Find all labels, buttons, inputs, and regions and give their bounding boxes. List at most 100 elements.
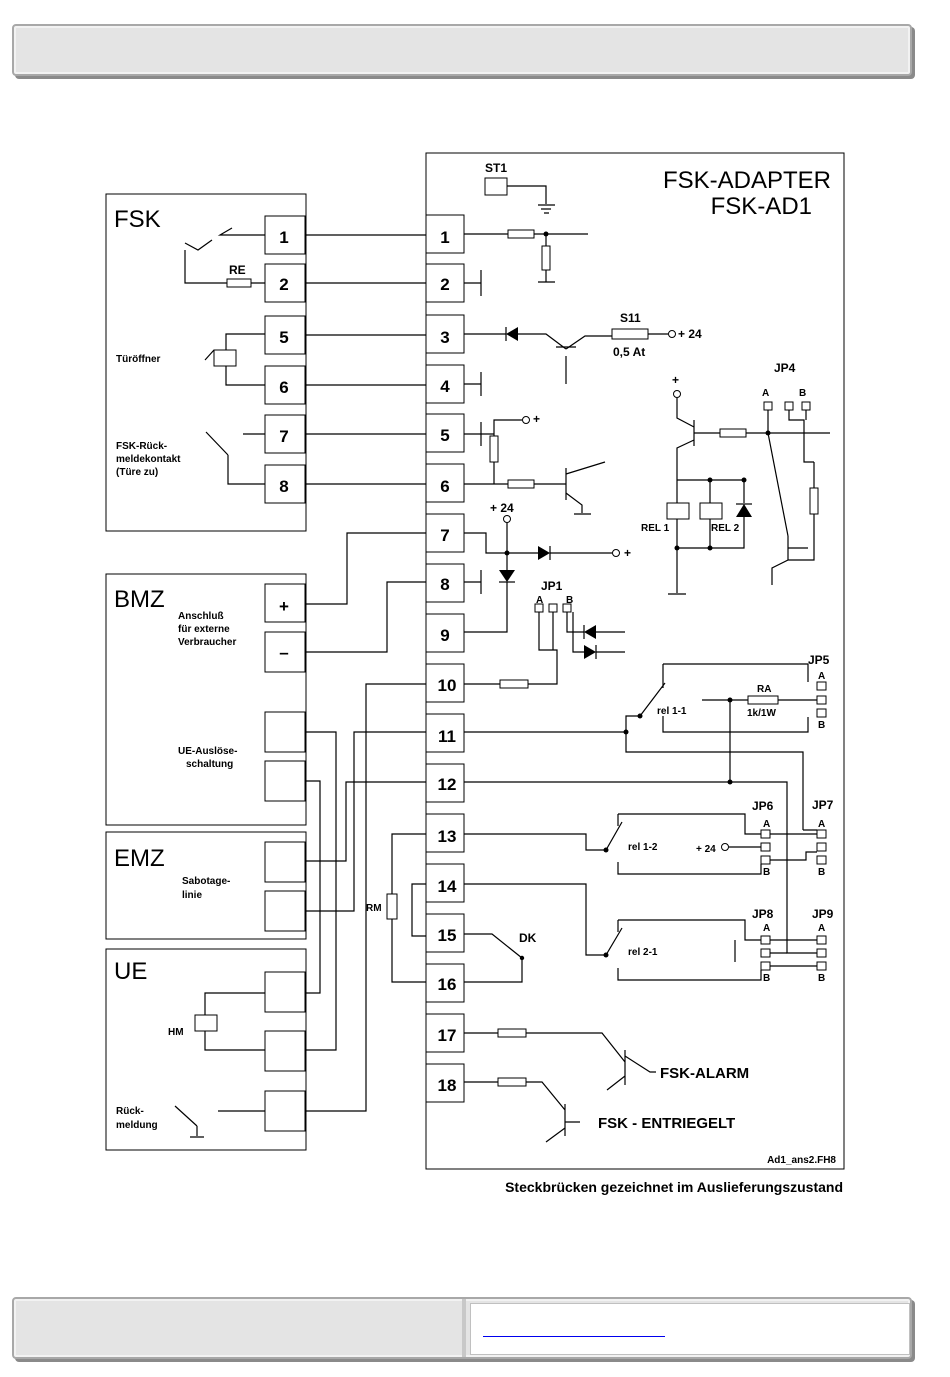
adapter-terminal: 4	[440, 377, 450, 396]
jp9-a: A	[818, 923, 825, 934]
adapter-terminal: 11	[438, 727, 456, 746]
hm-label: HM	[168, 1027, 184, 1038]
rm-label: RM	[366, 903, 382, 914]
jp6-b: B	[763, 867, 770, 878]
sabotage-label-1: Sabotage-	[182, 876, 230, 887]
ue-terminal-2	[264, 1030, 306, 1072]
footer-bar	[12, 1297, 912, 1359]
jp7-label: JP7	[812, 798, 834, 812]
re-resistor	[226, 278, 252, 288]
door-opener-label: Türöffner	[116, 354, 161, 365]
plus-row7: +	[624, 546, 631, 560]
rel1-label: REL 1	[641, 523, 670, 534]
jp7-a: A	[818, 819, 825, 830]
adapter-terminal: 16	[438, 975, 457, 994]
adapter-terminal: 9	[440, 626, 449, 645]
bmz-plus-label: +	[279, 597, 289, 616]
fsk-terminal: 2	[279, 275, 288, 294]
bmz-group-title: BMZ	[114, 586, 165, 613]
ue-feedback-label-1: Rück-	[116, 1106, 144, 1117]
st1-terminal	[484, 177, 508, 196]
jp4-b: B	[799, 388, 806, 399]
jp9-label: JP9	[812, 907, 834, 921]
ue-trigger-label-1: UE-Auslöse-	[178, 746, 237, 757]
emz-group-title: EMZ	[114, 845, 165, 872]
adapter-terminal: 5	[440, 426, 449, 445]
plus24-row7: + 24	[490, 501, 514, 515]
consumer-label-2: für externe	[178, 624, 230, 635]
jp1-label: JP1	[541, 579, 563, 593]
fsk-terminals: 1 2 5 6 7 8	[264, 215, 306, 504]
adapter-terminals: 1 2 3 4 5 6 7 8 9 10 11 12 13 14 15 16 1…	[425, 214, 465, 1103]
jp7-b: B	[818, 867, 825, 878]
rel21-label: rel 2-1	[628, 947, 658, 958]
footer-link[interactable]	[483, 1336, 665, 1337]
dk-label: DK	[519, 931, 537, 945]
feedback-label-1: FSK-Rück-	[116, 441, 167, 452]
adapter-terminal: 1	[440, 228, 449, 247]
sabotage-label-2: linie	[182, 890, 202, 901]
footer-left-panel	[14, 1299, 466, 1357]
consumer-label-3: Verbraucher	[178, 637, 236, 648]
file-tag: Ad1_ans2.FH8	[767, 1155, 836, 1166]
adapter-board	[425, 152, 845, 1170]
adapter-terminal: 10	[438, 676, 457, 695]
plus-driver: +	[672, 373, 679, 387]
emz-terminal-2	[264, 890, 306, 932]
plus-row5: +	[533, 412, 540, 426]
fsk-terminal: 8	[279, 477, 288, 496]
adapter-terminal: 17	[438, 1026, 457, 1045]
adapter-terminal: 8	[440, 575, 449, 594]
title-line1: FSK-ADAPTER	[663, 167, 831, 194]
jp5-label: JP5	[808, 653, 830, 667]
ue-trigger-label-2: schaltung	[186, 759, 233, 770]
bmz-minus-label: –	[279, 643, 288, 662]
jp9-b: B	[818, 973, 825, 984]
bmz-ue-terminal-2	[264, 760, 306, 802]
s11-label: S11	[620, 311, 641, 325]
hm-relay	[194, 1014, 218, 1032]
ra-value: 1k/1W	[747, 708, 776, 719]
adapter-terminal: 13	[438, 827, 457, 846]
bmz-ue-terminal-1	[264, 711, 306, 753]
adapter-terminal: 12	[438, 775, 457, 794]
header-bar	[12, 24, 912, 76]
rel2-label: REL 2	[711, 523, 740, 534]
feedback-label-2: meldekontakt	[116, 454, 181, 465]
jp4-label: JP4	[774, 361, 796, 375]
plus24-rel12: + 24	[696, 844, 716, 855]
ue-terminal-1	[264, 971, 306, 1013]
plus24-s11: + 24	[678, 327, 702, 341]
adapter-terminal: 14	[438, 877, 457, 896]
jp6-a: A	[763, 819, 770, 830]
rm-resistor	[386, 893, 398, 920]
adapter-terminal: 6	[440, 477, 449, 496]
fsk-terminal: 5	[279, 328, 288, 347]
jp1-b: B	[566, 595, 573, 606]
jp8-label: JP8	[752, 907, 774, 921]
rel11-label: rel 1-1	[657, 706, 687, 717]
ue-group-title: UE	[114, 958, 147, 985]
ra-label: RA	[757, 684, 771, 695]
title-line2: FSK-AD1	[711, 193, 812, 220]
fsk-terminal: 6	[279, 378, 288, 397]
bmz-plus-terminal	[264, 583, 306, 623]
rel12-label: rel 1-2	[628, 842, 658, 853]
adapter-terminal: 2	[440, 275, 449, 294]
ue-terminal-3	[264, 1090, 306, 1132]
jp1-a: A	[536, 595, 543, 606]
adapter-terminal: 7	[440, 526, 449, 545]
fsk-unlocked-label: FSK - ENTRIEGELT	[598, 1115, 735, 1132]
jp8-b: B	[763, 973, 770, 984]
caption: Steckbrücken gezeichnet im Auslieferungs…	[505, 1179, 843, 1195]
consumer-label-1: Anschluß	[178, 611, 224, 622]
fsk-alarm-label: FSK-ALARM	[660, 1065, 749, 1082]
jp4-a: A	[762, 388, 769, 399]
bmz-minus-terminal	[264, 631, 306, 673]
fsk-terminal: 7	[279, 427, 288, 446]
ue-feedback-label-2: meldung	[116, 1120, 158, 1131]
jp5-b: B	[818, 720, 825, 731]
jp5-a: A	[818, 671, 825, 682]
adapter-terminal: 15	[438, 926, 457, 945]
